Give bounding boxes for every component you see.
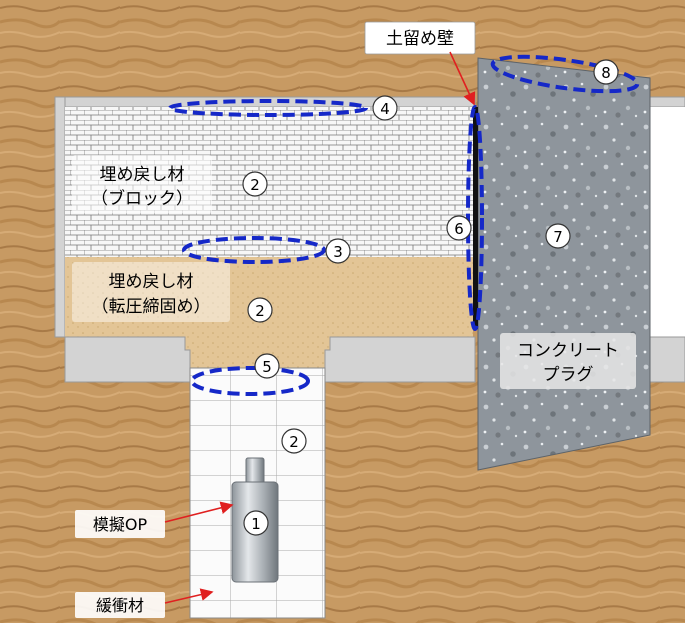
marker-6: 6 <box>446 215 472 241</box>
label-box-buffer <box>75 592 165 618</box>
backfill-block-label-1: 埋め戻し材 <box>100 165 185 185</box>
marker-7: 7 <box>545 223 571 249</box>
simulated-op-top <box>245 457 265 485</box>
marker-8: 8 <box>593 59 619 85</box>
svg-text:3: 3 <box>333 243 343 261</box>
svg-text:4: 4 <box>380 100 390 118</box>
dashed-ellipse-5 <box>190 366 310 396</box>
dashed-ellipse-6 <box>466 105 484 331</box>
right-slab-bottom <box>649 336 685 383</box>
label-box-concrete <box>500 333 636 389</box>
marker-1: 1 <box>243 510 269 536</box>
marker-4: 4 <box>372 95 398 121</box>
simulated-op-label: 模擬OP <box>93 515 148 534</box>
concrete-plug <box>477 57 651 471</box>
svg-text:2: 2 <box>289 433 299 451</box>
arrow-buffer-material <box>164 588 214 604</box>
arrow-retaining-wall <box>449 51 476 106</box>
retaining-wall-label: 土留め壁 <box>386 29 454 49</box>
label-box-retaining-wall <box>364 21 476 55</box>
dashed-ellipse-8 <box>490 54 640 94</box>
svg-text:8: 8 <box>601 64 611 82</box>
lower-slab-left <box>64 336 191 383</box>
concrete-plug-label-2: プラグ <box>543 365 594 385</box>
marker-2-compacted: 2 <box>247 297 273 323</box>
svg-text:6: 6 <box>454 220 464 238</box>
buffer-material-label: 緩衝材 <box>96 596 144 615</box>
marker-2-buffer: 2 <box>281 428 307 454</box>
marker-3: 3 <box>325 238 351 264</box>
right-opening <box>650 107 685 337</box>
label-box-block <box>72 155 212 213</box>
right-slab-top <box>649 96 685 108</box>
label-box-compacted <box>72 262 230 322</box>
svg-text:2: 2 <box>255 302 265 320</box>
concrete-plug-label-1: コンクリート <box>517 341 619 361</box>
label-box-simulated-op <box>75 510 165 538</box>
left-wall <box>54 96 66 338</box>
backfill-compacted-label-1: 埋め戻し材 <box>109 272 194 292</box>
retaining-wall <box>473 107 478 329</box>
lower-slab-right <box>324 336 476 383</box>
dashed-ellipse-4 <box>168 99 368 117</box>
svg-text:7: 7 <box>553 228 563 246</box>
svg-text:1: 1 <box>251 515 261 533</box>
backfill-block-label-2: （ブロック） <box>91 188 193 209</box>
dashed-ellipse-3 <box>182 236 326 264</box>
svg-text:2: 2 <box>250 176 260 194</box>
arrow-simulated-op <box>164 501 234 523</box>
marker-2-block: 2 <box>242 171 268 197</box>
svg-text:5: 5 <box>262 358 272 376</box>
marker-5: 5 <box>254 353 280 379</box>
backfill-compacted-label-2: （転圧締固め） <box>92 297 211 317</box>
